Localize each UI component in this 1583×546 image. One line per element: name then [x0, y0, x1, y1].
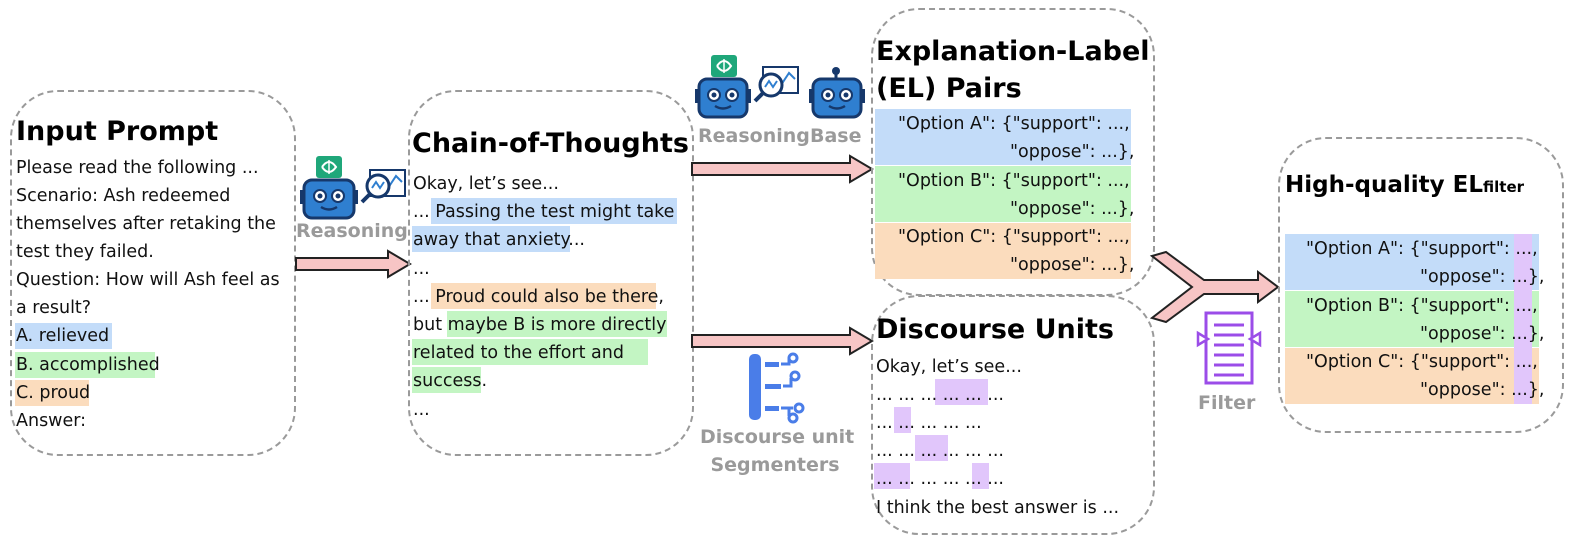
- hq-highlight-a: [1285, 234, 1539, 290]
- prompt-line: Answer:: [16, 411, 87, 431]
- el-highlight-c: [875, 223, 1131, 279]
- du-line: I think the best answer is ...: [876, 498, 1120, 518]
- cot-line: but maybe B is more directly: [413, 311, 666, 339]
- segmenter-label-line2: Segmenters: [710, 454, 840, 476]
- segmenter-label-line1: Discourse unit: [700, 426, 855, 448]
- cot-line: related to the effort and: [413, 343, 624, 363]
- hq-title-subscript: filter: [1483, 178, 1525, 196]
- du-highlight: [972, 463, 989, 489]
- el-pairs-title-line1: Explanation-Label: [876, 36, 1150, 67]
- el-row: "Option A": {"support": ...,: [898, 114, 1130, 134]
- el-pairs-title-line2: (EL) Pairs: [876, 73, 1022, 104]
- reasoning-label: Reasoning: [698, 125, 810, 147]
- arrow-1: [295, 249, 412, 279]
- robot-icon: [809, 67, 865, 119]
- robot-icon: [300, 178, 358, 220]
- cot-highlight-blue-1: [431, 198, 677, 224]
- du-highlight: [874, 463, 910, 489]
- hq-highlight-c: [1285, 348, 1539, 404]
- option-a: A. relieved: [16, 326, 110, 346]
- prompt-line: test they failed.: [16, 242, 154, 262]
- cot-text: .: [481, 371, 488, 391]
- el-row: "oppose": ...},: [1010, 255, 1135, 275]
- chain-of-thoughts-box: [408, 90, 694, 456]
- du-line: ... ... ... ... ... ...: [876, 385, 1004, 405]
- hq-row: "Option B": {"support": ...,: [1306, 296, 1538, 316]
- base-label: Base: [810, 125, 862, 147]
- merge-arrow: [1149, 250, 1280, 324]
- el-row: "Option B": {"support": ...,: [898, 171, 1130, 191]
- high-quality-el-box: [1278, 137, 1564, 433]
- arrow-3: [691, 326, 874, 356]
- hq-row: "Option A": {"support": ...,: [1306, 239, 1538, 259]
- filter-icon: [1196, 311, 1262, 385]
- filter-label: Filter: [1198, 392, 1256, 414]
- prompt-line: themselves after retaking the: [16, 214, 276, 234]
- du-highlight: [915, 435, 948, 461]
- el-highlight-b: [875, 166, 1131, 222]
- cot-text: success: [413, 371, 482, 391]
- option-b: B. accomplished: [16, 355, 160, 375]
- cot-text: but: [413, 315, 448, 335]
- brain-chip-icon: [316, 156, 342, 178]
- hq-row: "oppose": ...},: [1420, 380, 1545, 400]
- chart-magnifier-icon: [360, 169, 406, 204]
- du-line: ... ... ... ... ... ...: [876, 469, 1004, 489]
- reasoning-model-icon: [300, 156, 406, 220]
- chart-magnifier-icon: [753, 66, 799, 103]
- hq-row: "oppose": ...},: [1420, 267, 1545, 287]
- el-highlight-a: [875, 109, 1131, 165]
- du-highlight: [894, 407, 911, 433]
- hq-highlight-support: [1514, 234, 1532, 404]
- cot-text: maybe B is more directly: [447, 315, 667, 335]
- du-highlight: [935, 379, 988, 405]
- cot-line: ... Proud could also be there,: [413, 287, 664, 307]
- prompt-line: a result?: [16, 298, 92, 318]
- cot-highlight-green-1: [447, 311, 667, 337]
- cot-highlight-blue-2: [412, 226, 570, 252]
- hq-highlight-b: [1285, 291, 1539, 347]
- prompt-line: Question: How will Ash feel as: [16, 270, 280, 290]
- brain-chip-icon: [711, 55, 737, 77]
- cot-highlight-orange: [431, 283, 656, 309]
- du-line: ... ... ... ... ... ...: [876, 441, 1004, 461]
- prompt-line: Scenario: Ash redeemed: [16, 186, 231, 206]
- el-row: "Option C": {"support": ...,: [898, 227, 1130, 247]
- du-line: Okay, let’s see...: [876, 357, 1022, 377]
- highlight-b: [15, 352, 155, 378]
- segmenter-icon: [749, 352, 805, 424]
- robot-icon: [695, 77, 751, 119]
- du-line: ... ... ... ... ...: [876, 413, 982, 433]
- cot-line: success.: [413, 367, 487, 395]
- cot-highlight-green-3: [412, 367, 481, 393]
- cot-line: Okay, let’s see...: [413, 174, 559, 194]
- discourse-units-title: Discourse Units: [876, 314, 1114, 345]
- prompt-line: Please read the following ...: [16, 158, 259, 178]
- hq-row: "Option C": {"support": ...,: [1306, 352, 1538, 372]
- cot-line: ...: [413, 400, 430, 420]
- cot-highlight-green-2: [412, 339, 648, 365]
- chain-of-thoughts-title: Chain-of-Thoughts: [412, 128, 689, 159]
- hq-row: "oppose": ...},: [1420, 324, 1545, 344]
- reasoning-model-icon: [695, 55, 865, 119]
- cot-line: away that anxiety...: [413, 230, 585, 250]
- high-quality-el-title: High-quality ELfilter: [1285, 172, 1524, 198]
- input-prompt-box: [10, 90, 296, 456]
- el-row: "oppose": ...},: [1010, 142, 1135, 162]
- input-prompt-title: Input Prompt: [16, 116, 219, 147]
- el-row: "oppose": ...},: [1010, 199, 1135, 219]
- highlight-c: [15, 380, 89, 406]
- cot-line: ... Passing the test might take: [413, 202, 675, 222]
- option-c: C. proud: [16, 383, 91, 403]
- cot-line: ...: [413, 259, 430, 279]
- hq-title-text: High-quality EL: [1285, 172, 1484, 198]
- highlight-a: [15, 323, 112, 349]
- reasoning-label: Reasoning: [296, 220, 408, 242]
- arrow-2: [691, 154, 874, 184]
- discourse-units-box: [871, 295, 1155, 535]
